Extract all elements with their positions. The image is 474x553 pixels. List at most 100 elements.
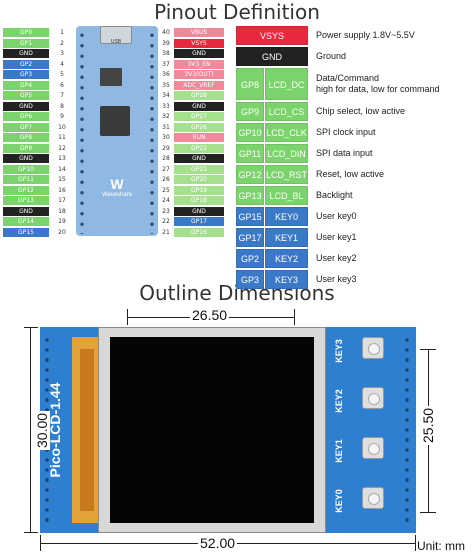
left-pin-number: 4 bbox=[60, 60, 64, 68]
right-pin-number: 28 bbox=[162, 155, 170, 162]
left-pin-label: GP9 bbox=[3, 143, 49, 153]
screen-width-tick-right bbox=[294, 309, 295, 325]
key-button[interactable] bbox=[362, 487, 384, 509]
legend-function-box: LCD_RST bbox=[265, 165, 308, 184]
left-pin-number: 10 bbox=[58, 123, 66, 131]
left-pin-label: GND bbox=[3, 154, 49, 163]
left-pin-number: 14 bbox=[58, 165, 66, 173]
left-pin-label: GP0 bbox=[3, 28, 49, 37]
left-pin-label: GND bbox=[3, 101, 49, 111]
right-pin-label: RUN bbox=[174, 133, 224, 142]
legend-pin-box: GP8 bbox=[236, 68, 264, 100]
legend-description: Data/Command high for data, low for comm… bbox=[316, 73, 440, 94]
right-pin-label: GP16 bbox=[174, 227, 224, 237]
left-pin-label: GP3 bbox=[3, 70, 49, 79]
usb-connector: USB bbox=[100, 26, 132, 45]
right-pin-number: 34 bbox=[162, 92, 170, 99]
right-pin-number: 35 bbox=[162, 81, 170, 89]
left-pin-number: 3 bbox=[60, 50, 64, 57]
board-width-tick-right bbox=[415, 535, 416, 551]
side-holes-right bbox=[404, 335, 410, 527]
key-button[interactable] bbox=[362, 437, 384, 459]
left-pin-label: GP1 bbox=[3, 38, 49, 48]
right-pin-number: 30 bbox=[162, 134, 170, 141]
right-pin-number: 29 bbox=[162, 144, 170, 152]
left-pin-number: 13 bbox=[58, 155, 66, 162]
right-pin-label: VBUS bbox=[174, 28, 224, 37]
right-pin-number: 23 bbox=[162, 207, 170, 215]
legend-pin-box: GP10 bbox=[236, 123, 264, 142]
left-pin-number: 18 bbox=[58, 207, 66, 215]
right-pin-number: 37 bbox=[162, 60, 170, 68]
right-pin-number: 26 bbox=[162, 176, 170, 183]
left-pin-number: 1 bbox=[60, 29, 64, 36]
legend-pin-box: GP3 bbox=[236, 270, 264, 289]
right-pin-label: GP19 bbox=[174, 185, 224, 195]
key-label: KEY3 bbox=[334, 339, 344, 363]
logo-mark-icon: W bbox=[110, 176, 124, 192]
right-pin-number: 27 bbox=[162, 165, 170, 173]
screen-height-tick-top bbox=[420, 349, 436, 350]
board-height-tick-top bbox=[24, 327, 38, 328]
left-pin-label: GP5 bbox=[3, 91, 49, 100]
right-pin-number: 40 bbox=[162, 29, 170, 36]
left-pin-number: 8 bbox=[60, 102, 64, 110]
left-pin-number: 5 bbox=[60, 71, 64, 78]
legend-description: User key3 bbox=[316, 274, 357, 284]
right-pin-label: GP28 bbox=[174, 91, 224, 100]
right-pin-label: 3V3_EN bbox=[174, 59, 224, 69]
left-pin-label: GP4 bbox=[3, 80, 49, 90]
right-pin-number: 39 bbox=[162, 39, 170, 47]
legend-function-box: LCD_DIN bbox=[265, 144, 308, 163]
screen-width-value: 26.50 bbox=[190, 307, 230, 323]
legend-function-box: LCD_DC bbox=[265, 68, 308, 100]
legend-function-box: KEY1 bbox=[265, 228, 308, 247]
legend-description: Reset, low active bbox=[316, 169, 385, 179]
waveshare-logo: W Waveshare bbox=[92, 176, 142, 206]
left-pin-number: 16 bbox=[58, 186, 66, 194]
right-pin-number: 24 bbox=[162, 197, 170, 204]
legend-description: User key1 bbox=[316, 232, 357, 242]
key-button[interactable] bbox=[362, 337, 384, 359]
legend-pin-box: GP17 bbox=[236, 228, 264, 247]
board-height-value: 30.00 bbox=[34, 410, 50, 450]
screen-height-tick-bottom bbox=[420, 512, 436, 513]
right-pin-number: 25 bbox=[162, 186, 170, 194]
left-pin-label: GND bbox=[3, 49, 49, 58]
right-pin-label: GP17 bbox=[174, 217, 224, 226]
right-pin-label: GND bbox=[174, 101, 224, 111]
legend-function-box: KEY2 bbox=[265, 249, 308, 268]
left-pin-label: GP10 bbox=[3, 164, 49, 174]
left-pin-label: GP11 bbox=[3, 175, 49, 184]
left-pin-number: 17 bbox=[58, 197, 66, 204]
left-pin-number: 11 bbox=[58, 134, 66, 141]
left-pin-number: 12 bbox=[58, 144, 66, 152]
left-pin-number: 20 bbox=[58, 228, 66, 236]
legend-pin-box: GP2 bbox=[236, 249, 264, 268]
legend-description: Chip select, low active bbox=[316, 106, 406, 116]
legend-description: SPI data input bbox=[316, 148, 373, 158]
right-pin-label: GP27 bbox=[174, 112, 224, 121]
left-pin-number: 2 bbox=[60, 39, 64, 47]
right-pin-label: GP22 bbox=[174, 143, 224, 153]
left-pin-label: GP15 bbox=[3, 227, 49, 237]
legend-description: Power supply 1.8V~5.5V bbox=[316, 30, 415, 40]
right-pin-number: 38 bbox=[162, 50, 170, 57]
left-pin-label: GP13 bbox=[3, 196, 49, 205]
rp2040-chip bbox=[100, 106, 130, 136]
screen-width-tick-left bbox=[127, 309, 128, 325]
board-height-tick-bottom bbox=[24, 532, 38, 533]
board-name: Pico-LCD-1.44 bbox=[47, 382, 63, 478]
left-pin-number: 15 bbox=[58, 176, 66, 183]
pinout-title: Pinout Definition bbox=[154, 0, 320, 24]
pin-holes-right bbox=[149, 30, 155, 234]
legend-pin-box: GP13 bbox=[236, 186, 264, 205]
legend-pin-box: VSYS bbox=[236, 26, 308, 45]
key-button[interactable] bbox=[362, 387, 384, 409]
brand-label: Waveshare bbox=[101, 192, 133, 198]
legend-function-box: KEY3 bbox=[265, 270, 308, 289]
legend-function-box: LCD_CLK bbox=[265, 123, 308, 142]
key-label: KEY0 bbox=[334, 489, 344, 513]
